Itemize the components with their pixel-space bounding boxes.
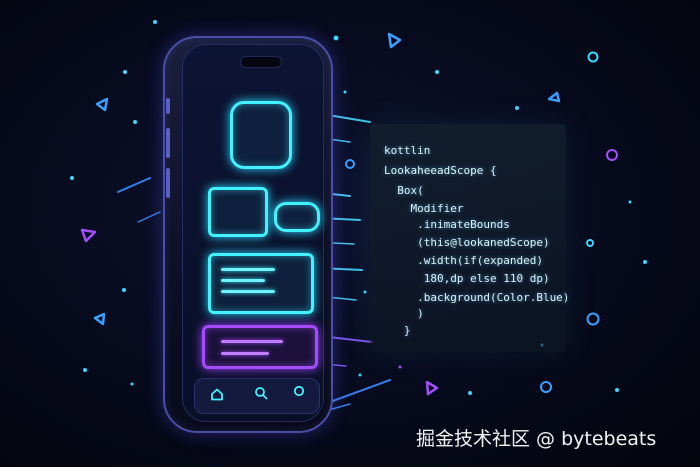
dot-particle [133, 120, 137, 124]
code-line: (this@lookanedScope) [384, 236, 550, 249]
code-line: .inimateBounds [384, 218, 510, 231]
phone-screen [182, 44, 324, 422]
text-line [221, 290, 275, 293]
dot-particle [615, 388, 619, 392]
text-line [221, 352, 269, 355]
dot-particle [130, 382, 134, 386]
code-line: kottlin [384, 144, 431, 157]
triangle-particle [547, 91, 561, 103]
search-icon[interactable] [254, 386, 268, 400]
card-medium[interactable] [208, 187, 268, 237]
dot-particle [123, 70, 127, 74]
ring-particle [586, 239, 594, 247]
dot-particle [435, 70, 439, 74]
motion-streak [137, 211, 161, 223]
animated-card-large[interactable] [230, 101, 292, 169]
ring-particle [540, 381, 552, 393]
dot-particle [643, 260, 647, 264]
triangle-particle [80, 228, 97, 243]
code-line: Modifier [384, 202, 464, 215]
triangle-particle [95, 97, 109, 112]
card-pill[interactable] [274, 202, 320, 232]
triangle-particle [425, 380, 439, 396]
code-line: LookaheeadScope { [384, 164, 497, 177]
code-line: } [384, 324, 411, 337]
phone-side-button [166, 128, 170, 158]
dot-particle [333, 35, 339, 41]
triangle-particle [93, 312, 106, 326]
dot-particle [363, 290, 367, 294]
profile-icon[interactable] [292, 384, 306, 398]
dot-particle [628, 200, 632, 204]
dot-particle [343, 90, 347, 94]
text-card[interactable] [208, 253, 314, 314]
dot-particle [70, 176, 74, 180]
code-line: .background(Color.Blue) [384, 291, 570, 304]
ring-particle [606, 149, 618, 161]
code-line: ) [384, 307, 424, 320]
dot-particle [468, 391, 472, 395]
dot-particle [515, 106, 519, 110]
phone-side-button [166, 98, 170, 114]
text-line [221, 279, 265, 282]
motion-streak [329, 379, 391, 403]
text-line [221, 340, 283, 343]
action-card[interactable] [202, 325, 318, 369]
home-icon[interactable] [210, 387, 224, 401]
ring-particle [586, 312, 600, 326]
motion-streak [117, 177, 151, 193]
ring-particle [345, 159, 355, 169]
phone-side-button [166, 168, 170, 198]
code-panel: kottlin LookaheeadScope { Box( Modifier … [370, 124, 570, 352]
text-line [221, 268, 275, 271]
watermark-text: 掘金技术社区 @ bytebeats [416, 428, 657, 450]
dot-particle [398, 365, 402, 369]
ring-particle [587, 51, 599, 63]
dot-particle [83, 368, 87, 372]
dot-particle [358, 373, 362, 377]
triangle-particle [387, 32, 402, 49]
code-line: Box( [384, 184, 424, 197]
phone-notch [240, 56, 282, 68]
dot-particle [122, 288, 126, 292]
dot-particle [153, 20, 157, 24]
code-line: 180,dp else 110 dp) [384, 272, 550, 285]
code-line: .width(if(expanded) [384, 254, 543, 267]
